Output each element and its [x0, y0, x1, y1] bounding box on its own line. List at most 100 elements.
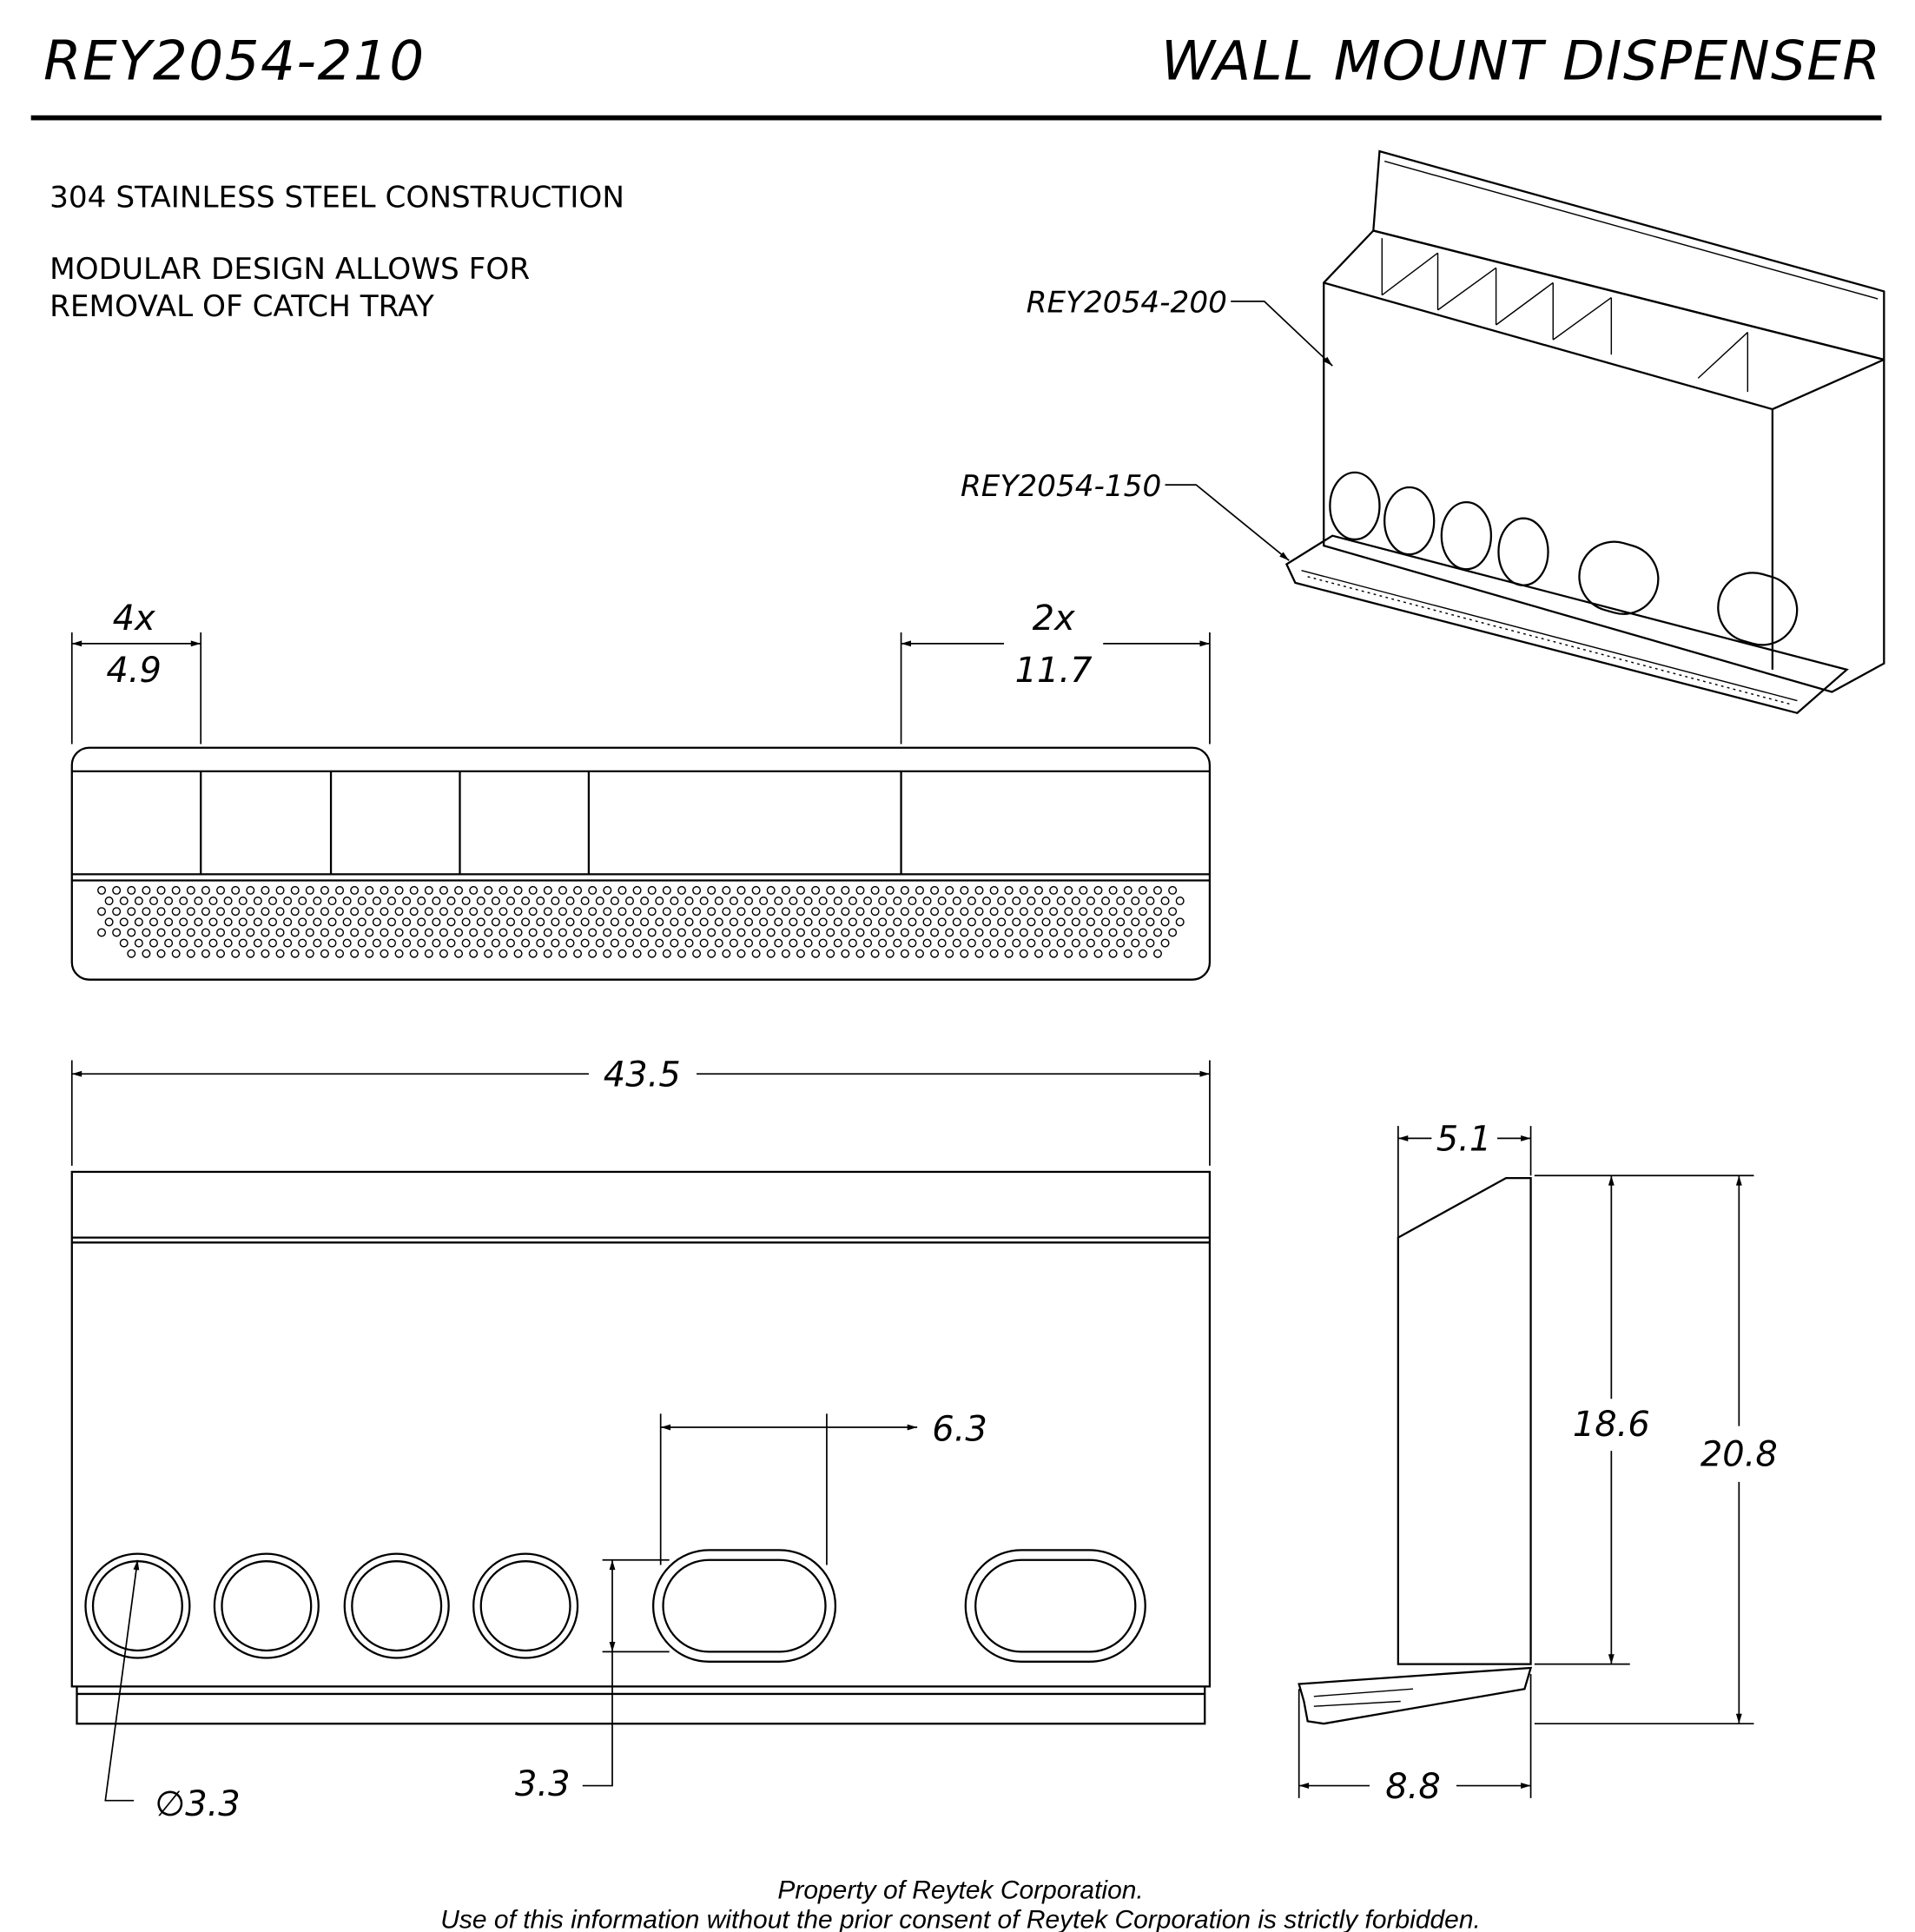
- callout-dispenser: REY2054-200: [1027, 286, 1227, 321]
- perforation-hole: [974, 885, 984, 895]
- dim-large-bin: [900, 632, 1211, 744]
- perforation-hole: [469, 885, 479, 895]
- perforation-hole: [1101, 897, 1111, 906]
- perforation-hole: [275, 907, 285, 916]
- perforation-hole: [127, 949, 136, 958]
- perforation-hole: [142, 885, 151, 895]
- perforation-hole: [617, 907, 627, 916]
- perforation-hole: [1160, 938, 1170, 948]
- callout-tray: REY2054-150: [961, 469, 1161, 504]
- perforation-hole: [922, 938, 932, 948]
- perforation-hole: [982, 897, 992, 906]
- perforation-hole: [1123, 885, 1132, 895]
- perforation-hole: [982, 938, 992, 948]
- perforation-hole: [469, 928, 479, 937]
- perforation-hole: [201, 928, 210, 937]
- perforation-hole: [1138, 885, 1147, 895]
- perforation-hole: [655, 897, 664, 906]
- perforation-hole: [246, 949, 255, 958]
- perforation-hole: [699, 917, 709, 927]
- perforation-hole: [1152, 928, 1162, 937]
- perforation-hole: [580, 938, 590, 948]
- perforation-hole: [908, 917, 917, 927]
- perforation-hole: [1131, 938, 1140, 948]
- perforation-hole: [1041, 938, 1051, 948]
- perforation-hole: [1027, 917, 1036, 927]
- footer-property: Property of Reytek Corporation.: [777, 1876, 1143, 1904]
- perforation-hole: [960, 949, 969, 958]
- perforation-hole: [409, 928, 419, 937]
- perforation-hole: [632, 949, 642, 958]
- perforation-hole: [305, 885, 314, 895]
- perforation-hole: [885, 885, 895, 895]
- perforation-hole: [625, 897, 635, 906]
- perforation-hole: [156, 928, 166, 937]
- perforation-hole: [1056, 897, 1066, 906]
- perforation-hole: [841, 907, 850, 916]
- perforation-hole: [1093, 907, 1103, 916]
- perforation-hole: [818, 897, 828, 906]
- perforation-hole: [313, 897, 322, 906]
- perforation-hole: [335, 885, 345, 895]
- perforation-hole: [104, 917, 114, 927]
- perforation-hole: [818, 938, 828, 948]
- perforation-hole: [960, 928, 969, 937]
- perforation-hole: [1160, 897, 1170, 906]
- perforation-hole: [536, 938, 545, 948]
- perforation-hole: [506, 897, 515, 906]
- perforation-hole: [350, 928, 360, 937]
- perforation-hole: [573, 907, 583, 916]
- perforation-hole: [692, 928, 702, 937]
- perforation-hole: [692, 885, 702, 895]
- perforation-hole: [194, 917, 203, 927]
- perforation-hole: [298, 897, 307, 906]
- perforation-hole: [736, 928, 746, 937]
- dim-oval-width-ext: [659, 1413, 828, 1565]
- perforation-hole: [394, 949, 404, 958]
- dim-small-bin-value: 4.9: [106, 651, 162, 691]
- perforation-hole: [1033, 907, 1043, 916]
- perforation-hole: [573, 885, 583, 895]
- perforation-hole: [588, 885, 598, 895]
- perforation-hole: [372, 917, 381, 927]
- perforation-hole: [811, 907, 821, 916]
- dim-hole-diameter: ∅3.3: [155, 1784, 240, 1824]
- perforation-hole: [989, 928, 999, 937]
- perforation-hole: [253, 897, 262, 906]
- perforation-hole: [283, 897, 293, 906]
- perforation-hole: [789, 897, 798, 906]
- perforation-hole: [677, 885, 686, 895]
- perforation-hole: [610, 917, 619, 927]
- perforation-hole: [365, 885, 374, 895]
- perforation-hole: [595, 917, 604, 927]
- perforation-hole: [751, 949, 761, 958]
- perforation-hole: [216, 885, 226, 895]
- perforation-hole: [506, 917, 515, 927]
- perforation-hole: [104, 897, 114, 906]
- perforation-hole: [119, 917, 129, 927]
- perforation-hole: [446, 917, 456, 927]
- perforation-hole: [275, 885, 285, 895]
- perforation-hole: [766, 907, 776, 916]
- perforation-hole: [543, 949, 552, 958]
- perforation-hole: [714, 938, 723, 948]
- perforation-hole: [513, 949, 523, 958]
- perforation-hole: [684, 938, 694, 948]
- perforation-hole: [655, 917, 664, 927]
- dim-body-height-value: 18.6: [1573, 1405, 1650, 1445]
- perforation-hole: [1123, 907, 1132, 916]
- perforation-hole: [855, 928, 865, 937]
- perforation-hole: [1071, 897, 1080, 906]
- perforation-hole: [603, 885, 612, 895]
- perforation-hole: [461, 938, 471, 948]
- perforation-hole: [558, 928, 567, 937]
- perforation-hole: [424, 885, 433, 895]
- perforation-hole: [878, 938, 888, 948]
- perforation-hole: [803, 938, 813, 948]
- perforation-hole: [751, 907, 761, 916]
- perforation-hole: [342, 938, 352, 948]
- perforation-hole: [513, 907, 523, 916]
- perforation-hole: [640, 917, 650, 927]
- perforation-hole: [238, 897, 248, 906]
- perforation-hole: [759, 897, 769, 906]
